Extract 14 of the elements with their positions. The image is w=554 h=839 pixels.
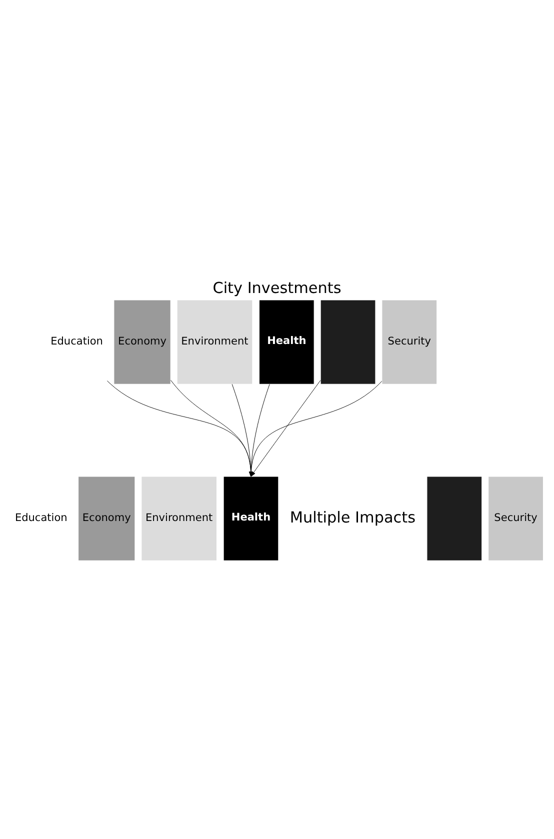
diagram-title: City Investments bbox=[212, 278, 342, 297]
node-box: Economy bbox=[114, 300, 171, 384]
node-box: Environment bbox=[176, 300, 253, 384]
node-box: Economy bbox=[78, 476, 136, 561]
caption: Multiple Impacts bbox=[290, 508, 416, 526]
node-box bbox=[426, 476, 482, 561]
node-box: Health bbox=[258, 300, 314, 384]
node-text: Education bbox=[14, 512, 68, 524]
node-box: Health bbox=[223, 476, 279, 561]
node-box bbox=[320, 300, 376, 384]
node-box: Environment bbox=[141, 476, 218, 561]
node-text: Education bbox=[50, 336, 103, 348]
node-box: Security bbox=[382, 300, 438, 384]
node-box: Security bbox=[488, 476, 544, 561]
